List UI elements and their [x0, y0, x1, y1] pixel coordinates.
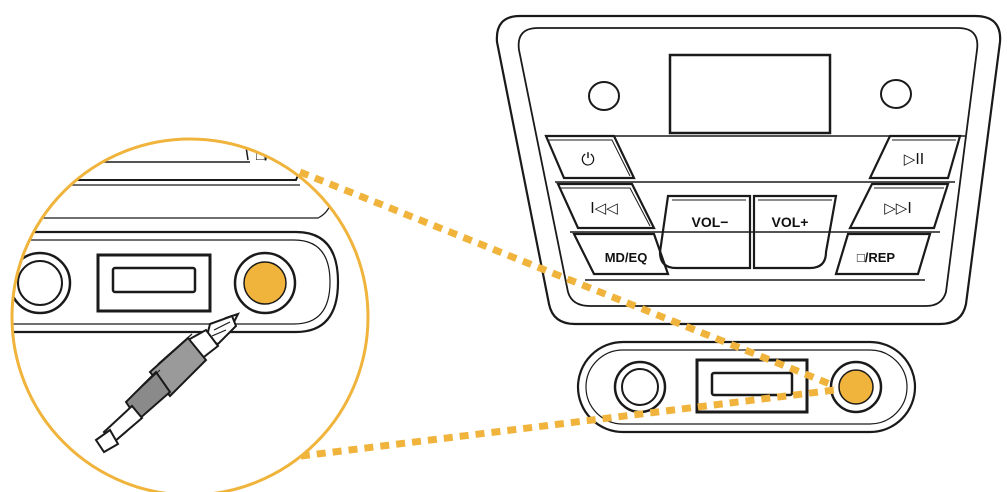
right-sensor [880, 79, 912, 109]
stop-repeat-button[interactable] [834, 232, 932, 276]
display-screen [668, 53, 832, 135]
control-panel-housing [495, 14, 1002, 326]
aux-plug [94, 312, 240, 454]
aux-input-port[interactable] [829, 360, 883, 414]
zoom-usb-port [96, 253, 212, 313]
previous-button[interactable] [556, 182, 656, 230]
zoom-view: □/ [12, 139, 368, 492]
usb-port[interactable] [695, 358, 809, 414]
zoom-aux-port [233, 251, 297, 315]
vol-up-button[interactable] [752, 194, 838, 270]
callout-line-bottom [284, 386, 836, 462]
power-icon: ⏻ [581, 150, 595, 170]
previous-track-icon: I◁◁ [590, 199, 618, 217]
vol-down-button[interactable] [658, 194, 752, 270]
play-pause-icon: ▷II [904, 150, 924, 168]
left-sensor [588, 81, 620, 111]
callout-line-top [298, 168, 837, 390]
control-panel-bezel [517, 27, 979, 307]
callout-lines [284, 168, 837, 462]
power-button[interactable] [544, 134, 636, 180]
zoom-circle-border [10, 137, 370, 492]
control-panel [495, 14, 1002, 326]
vol-up-label: VOL+ [772, 214, 809, 230]
mode-eq-label: MD/EQ [605, 250, 648, 265]
mode-eq-button[interactable] [572, 232, 670, 276]
vol-down-label: VOL− [692, 214, 729, 230]
play-pause-button[interactable] [868, 134, 962, 180]
aux-port-highlight [838, 369, 874, 405]
next-button[interactable] [848, 182, 950, 230]
input-panel-housing [576, 340, 917, 434]
next-track-icon: ▷▷I [884, 199, 912, 217]
zoom-round-port [12, 251, 72, 315]
round-port[interactable] [613, 360, 667, 414]
stop-repeat-label: □/REP [857, 250, 896, 265]
zoom-input-panel [12, 230, 340, 334]
